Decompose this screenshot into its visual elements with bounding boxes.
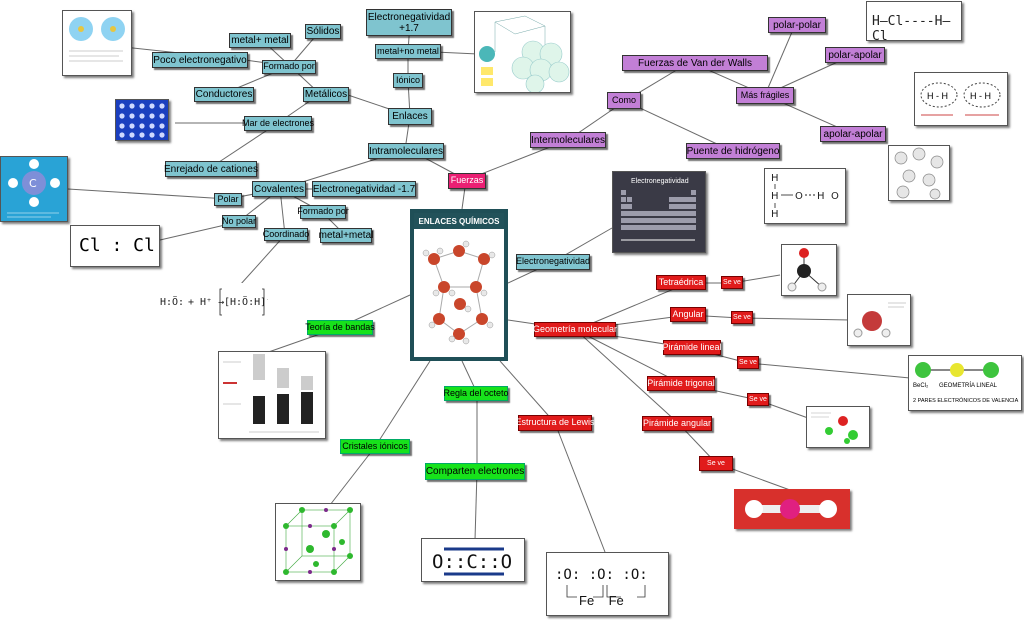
image-metal-atoms	[62, 10, 132, 76]
image-angular-3d	[734, 489, 850, 529]
co2-text: O::C::O	[432, 551, 513, 573]
image-tetrahedral-molecule	[781, 244, 837, 296]
node-solidos[interactable]: Sólidos	[305, 24, 341, 39]
node-no-polar[interactable]: No polar	[222, 215, 256, 228]
node-piramide-angular[interactable]: Pirámide angular	[642, 416, 712, 431]
node-metalicos[interactable]: Metálicos	[303, 87, 349, 102]
node-piramide-lineal[interactable]: Pirámide lineal	[662, 340, 722, 355]
node-conductores[interactable]: Conductores	[194, 87, 254, 102]
hcl-dipole-text: H—Cl----H—Cl	[872, 14, 951, 41]
node-metal-metal-2[interactable]: metal+metal	[318, 228, 374, 243]
periodic-table-title: Electronegatividad	[631, 178, 689, 185]
node-polar-apolar[interactable]: polar-apolar	[825, 47, 885, 63]
svg-text:O: O	[795, 191, 803, 202]
node-angular[interactable]: Angular	[670, 307, 706, 322]
image-band-theory	[218, 351, 326, 439]
node-ionico[interactable]: Iónico	[393, 73, 423, 88]
node-se-ve-4[interactable]: Se ve	[747, 393, 769, 406]
image-co2-lewis: O::C::O	[421, 538, 525, 582]
node-metal-metal[interactable]: metal+ metal	[229, 33, 291, 48]
main-title: ENLACES QUÍMICOS	[414, 213, 504, 229]
svg-text:H:Ö:: H:Ö:	[160, 295, 184, 308]
node-teoria-de-bandas[interactable]: Teoría de bandas	[305, 320, 375, 335]
node-intermoleculares[interactable]: Intermoleculares	[530, 132, 606, 148]
node-polar[interactable]: Polar	[214, 193, 242, 206]
image-ionic-crystal-spheres	[474, 11, 571, 93]
node-polar-polar[interactable]: polar-polar	[768, 17, 826, 33]
image-iron-oxide-lewis: :O: :O: :O: Fe Fe	[546, 552, 669, 616]
image-hcl-dipoles: H—Cl----H—Cl	[866, 1, 962, 41]
node-tetraedrica[interactable]: Tetraédrica	[656, 275, 706, 290]
node-se-ve-1[interactable]: Se ve	[721, 276, 743, 289]
node-enrejado-de-cationes[interactable]: Enrejado de cationes	[164, 161, 258, 177]
node-electronegatividad-positiva[interactable]: Electronegatividad +1.7	[366, 9, 452, 36]
svg-text:O: O	[831, 191, 839, 202]
h2-label-1: H - H	[927, 91, 948, 101]
node-covalentes[interactable]: Covalentes	[252, 181, 306, 197]
svg-text:H: H	[771, 191, 779, 202]
node-apolar-apolar[interactable]: apolar-apolar	[820, 126, 886, 142]
image-hydrogen-dipoles: H - H H - H	[914, 72, 1008, 126]
image-electronegativity-table: Electronegatividad	[612, 171, 706, 253]
image-coordinate-bond-lewis: H:Ö: + H⁺ →[H:Ö:H]⁺	[158, 283, 268, 321]
node-electronegatividad[interactable]: Electronegatividad	[516, 254, 590, 270]
svg-text:C: C	[29, 177, 37, 190]
image-methane-molecule: C	[0, 156, 68, 222]
node-geometria-molecular[interactable]: Geometría molecular	[533, 322, 617, 337]
node-formado-por-2[interactable]: Formado por	[297, 205, 349, 219]
image-ionic-crystal	[275, 503, 361, 581]
image-linear-geometry: BeCl₂ GEOMETRÍA LINEAL 2 PARES ELECTRÓNI…	[908, 355, 1022, 411]
node-puente-de-hidrogeno[interactable]: Puente de hidrógeno	[686, 143, 780, 159]
linear-caption: 2 PARES ELECTRÓNICOS DE VALENCIA	[913, 398, 1019, 404]
node-electronegatividad-negativa[interactable]: Electronegatividad -1.7	[312, 181, 416, 197]
node-se-ve-2[interactable]: Se ve	[731, 311, 753, 324]
node-estructura-de-lewis[interactable]: Estructura de Lewis	[515, 415, 595, 431]
node-intramoleculares[interactable]: Intramoleculares	[368, 143, 444, 159]
node-formado-por-1[interactable]: Formado por	[262, 60, 316, 74]
node-se-ve-5[interactable]: Se ve	[699, 456, 733, 471]
linear-label: GEOMETRÍA LINEAL	[939, 383, 998, 389]
node-regla-del-octeto[interactable]: Regla del octeto	[443, 386, 509, 401]
image-trigonal-molecule	[806, 406, 870, 448]
central-title-box[interactable]: ENLACES QUÍMICOS	[410, 209, 508, 361]
node-poco-electronegativo[interactable]: Poco electronegativo	[152, 52, 248, 68]
image-electron-sea-lattice	[115, 99, 169, 141]
node-metal-no-metal[interactable]: metal+no metal	[375, 44, 441, 59]
image-chlorine-lewis: Cl : Cl	[70, 225, 160, 267]
image-water-cluster	[888, 145, 950, 201]
linear-formula: BeCl₂	[913, 383, 929, 389]
node-piramide-trigonal[interactable]: Pirámide trigonal	[647, 376, 715, 391]
svg-text:[H:Ö:H]⁺: [H:Ö:H]⁺	[224, 295, 268, 308]
image-angular-molecule	[847, 294, 911, 346]
svg-text:H: H	[817, 191, 825, 202]
h2-label-2: H - H	[970, 91, 991, 101]
node-coordinado[interactable]: Coordinado	[263, 228, 309, 241]
node-cristales-ionicos[interactable]: Cristales iónicos	[340, 439, 410, 454]
svg-text:+ H⁺ →: + H⁺ →	[188, 297, 224, 308]
node-se-ve-3[interactable]: Se ve	[737, 356, 759, 369]
oxygen-row-text: :O: :O: :O:	[555, 567, 648, 583]
node-mas-fragiles[interactable]: Más frágiles	[736, 87, 794, 104]
water-molecules-illustration	[422, 240, 496, 345]
node-como[interactable]: Como	[607, 92, 641, 109]
svg-text:H: H	[771, 209, 779, 220]
node-van-der-walls[interactable]: Fuerzas de Van der Walls	[622, 55, 768, 71]
node-fuerzas[interactable]: Fuerzas	[448, 173, 486, 189]
chlorine-lewis-text: Cl : Cl	[79, 235, 155, 256]
svg-text:H: H	[771, 173, 779, 184]
node-comparten-electrones[interactable]: Comparten electrones	[425, 463, 525, 480]
node-mar-de-electrones[interactable]: Mar de electrones	[242, 116, 314, 131]
node-enlaces[interactable]: Enlaces	[388, 108, 432, 125]
